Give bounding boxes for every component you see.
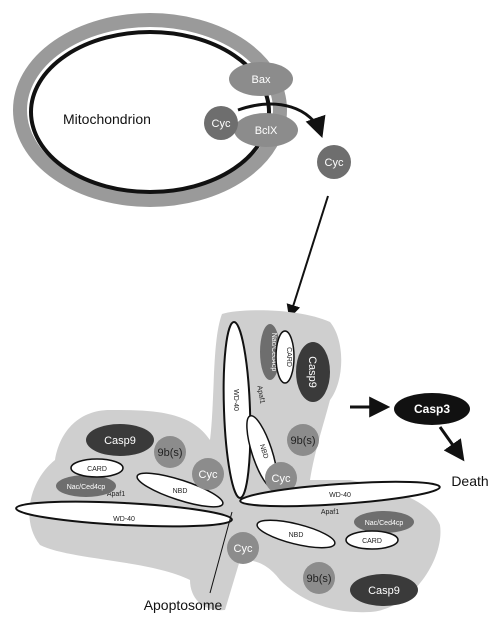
wd40-top-label: WD-40: [232, 389, 239, 411]
wd40-right-label: WD-40: [329, 492, 351, 499]
casp3-label: Casp3: [414, 402, 450, 416]
bclx-protein: BclX: [234, 113, 298, 147]
apoptosome-label: Apoptosome: [144, 597, 223, 613]
casp9-right-label: Casp9: [368, 585, 400, 597]
cyc-left-label: Cyc: [199, 469, 218, 481]
death-label: Death: [451, 473, 488, 489]
cyc-right-label: Cyc: [234, 543, 253, 555]
arrow-to-apoptosome: [290, 196, 328, 316]
bax-protein: Bax: [229, 62, 293, 96]
nac-right-label: Nac/Ced4cp: [365, 520, 404, 527]
arrow-to-death: [440, 427, 462, 458]
mitochondrion-label: Mitochondrion: [63, 111, 151, 127]
casp3-protein: Casp3: [394, 393, 470, 425]
n9b-right-label: 9b(s): [306, 573, 331, 585]
bclx-label: BclX: [255, 125, 278, 137]
card-left-label: CARD: [87, 466, 107, 473]
cyc-released-label: Cyc: [325, 157, 344, 169]
cyc-top-label: Cyc: [272, 473, 291, 485]
cyc-inner: Cyc: [204, 106, 238, 140]
card-right-label: CARD: [362, 538, 382, 545]
nac-left-label: Nac/Ced4cp: [67, 484, 106, 491]
n9b-left-label: 9b(s): [157, 447, 182, 459]
casp9-top-label: Casp9: [306, 356, 318, 388]
cyc-released: Cyc: [317, 145, 351, 179]
apaf1-right-label: Apaf1: [321, 509, 339, 516]
n9b-top-label: 9b(s): [290, 435, 315, 447]
wd40-left-label: WD-40: [113, 516, 135, 523]
nbd-right-label: NBD: [289, 532, 304, 539]
card-top-label: CARD: [285, 347, 292, 367]
cyc-inner-label: Cyc: [212, 118, 231, 130]
bax-label: Bax: [252, 74, 271, 86]
casp9-left-label: Casp9: [104, 435, 136, 447]
nbd-left-label: NBD: [173, 488, 188, 495]
